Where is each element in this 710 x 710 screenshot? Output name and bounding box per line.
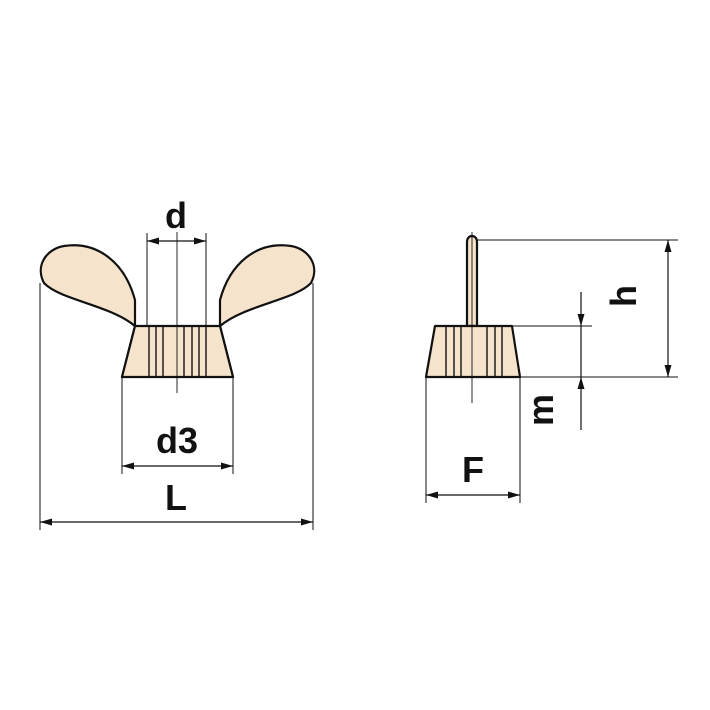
dimension-m: m [512, 292, 592, 430]
label-h: h [603, 285, 644, 307]
nut-body [120, 324, 235, 379]
label-L: L [165, 477, 187, 518]
front-view: d d3 L [39, 195, 316, 530]
label-d: d [165, 195, 187, 236]
side-body-grooves [445, 326, 503, 377]
label-m: m [520, 394, 561, 426]
dimension-d3: d3 [121, 377, 234, 474]
dimension-d: d [146, 195, 207, 326]
side-nut-body [424, 324, 522, 379]
dimension-h: h [477, 239, 678, 378]
label-F: F [462, 449, 484, 490]
side-view: h m F [424, 232, 678, 503]
right-wing [218, 244, 316, 379]
dimension-L: L [39, 283, 314, 530]
dimension-F: F [425, 377, 521, 503]
body-grooves [148, 326, 207, 377]
label-d3: d3 [156, 420, 198, 461]
left-wing [39, 244, 137, 379]
